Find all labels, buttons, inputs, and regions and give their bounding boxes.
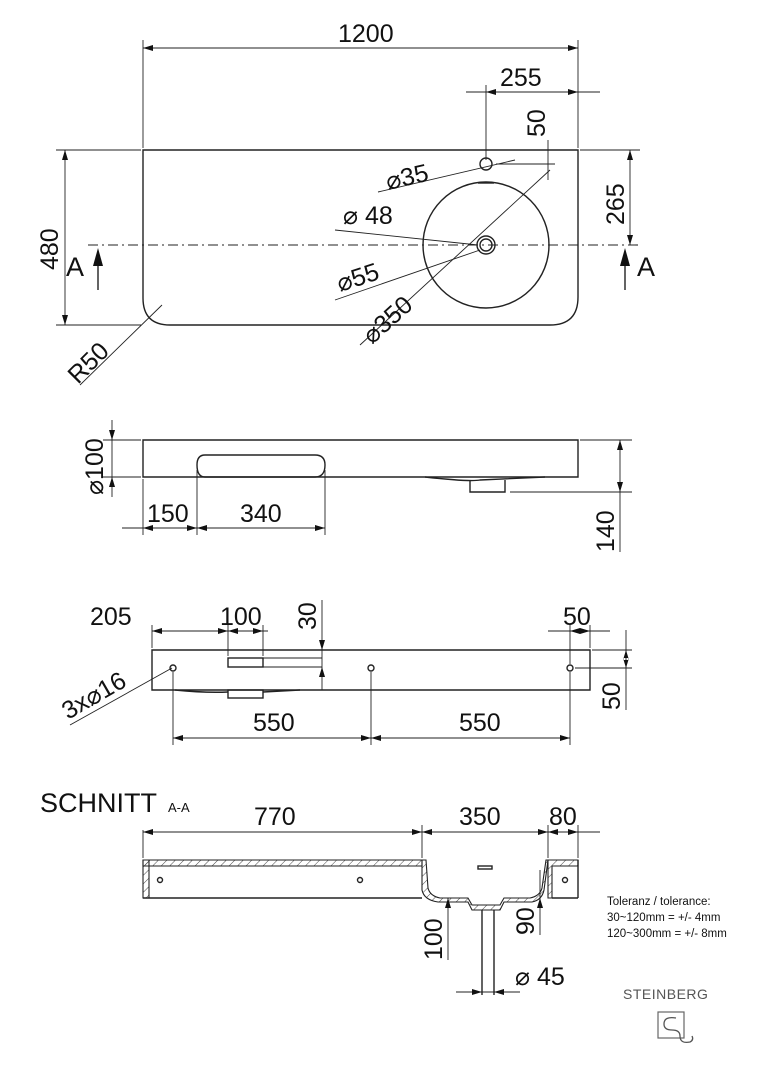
handle-recess bbox=[196, 454, 326, 478]
dim-550-left: 550 bbox=[253, 709, 295, 737]
cutout-top bbox=[227, 657, 264, 668]
top-view: A A 1200 255 50 265 480 ⌀35 ⌀ 48 bbox=[36, 20, 655, 389]
dim-550-right: 550 bbox=[459, 709, 501, 737]
dim-350: 350 bbox=[459, 803, 501, 831]
section-hole-2 bbox=[356, 876, 364, 884]
dim-hole-diameter: 3x⌀16 bbox=[57, 666, 131, 725]
dim-handle-width: 340 bbox=[240, 500, 282, 528]
overflow-slot-section bbox=[477, 865, 493, 870]
mount-hole-2 bbox=[367, 664, 375, 672]
brand-block: STEINBERG bbox=[623, 986, 708, 1044]
dim-section-90: 90 bbox=[512, 907, 540, 935]
dim-30: 30 bbox=[294, 602, 322, 630]
tolerance-line-3: 120~300mm = +/- 8mm bbox=[607, 928, 727, 940]
tolerance-line-2: 30~120mm = +/- 4mm bbox=[607, 912, 720, 924]
front-outline bbox=[142, 439, 579, 478]
back-outline bbox=[151, 649, 591, 691]
brand-name: STEINBERG bbox=[623, 986, 708, 1002]
dim-total-height: 140 bbox=[592, 510, 620, 552]
bowl-profile bbox=[424, 476, 546, 482]
section-hole-3 bbox=[561, 876, 569, 884]
dim-50-top: 50 bbox=[563, 603, 591, 631]
dim-100: 100 bbox=[220, 603, 262, 631]
dim-radius: R50 bbox=[62, 337, 114, 389]
dim-tap-offset: 255 bbox=[500, 64, 542, 92]
front-view: ⌀100 150 340 140 bbox=[81, 420, 632, 552]
dim-width: 1200 bbox=[338, 20, 394, 48]
drain-spout bbox=[469, 480, 506, 493]
section-bowl bbox=[421, 859, 549, 911]
back-view: 205 100 30 50 50 3x⌀16 550 550 bbox=[57, 600, 632, 745]
section-slab-left bbox=[142, 859, 150, 899]
tolerance-note: Toleranz / tolerance: 30~120mm = +/- 4mm… bbox=[607, 896, 727, 940]
dim-tap-top: 50 bbox=[523, 109, 551, 137]
steinberg-logo-icon bbox=[657, 1011, 694, 1044]
mount-hole-1 bbox=[169, 664, 177, 672]
dim-drain: ⌀55 bbox=[333, 258, 382, 298]
section-slab-top bbox=[142, 859, 423, 867]
section-title: SCHNITT bbox=[40, 788, 157, 818]
section-subtitle: A-A bbox=[168, 800, 190, 815]
section-label-right: A bbox=[637, 252, 655, 282]
section-view: SCHNITT A-A 770 350 80 100 bbox=[40, 788, 600, 995]
dim-overflow: ⌀ 48 bbox=[343, 202, 393, 230]
dim-770: 770 bbox=[254, 803, 296, 831]
mount-hole-3 bbox=[566, 664, 574, 672]
tolerance-line-1: Toleranz / tolerance: bbox=[607, 896, 711, 908]
dim-section-100: 100 bbox=[420, 918, 448, 960]
dim-50-side: 50 bbox=[598, 682, 626, 710]
section-label-left: A bbox=[66, 252, 84, 282]
dim-bowl-center: 265 bbox=[602, 183, 630, 225]
basin-outline bbox=[142, 149, 579, 326]
dim-depth: 480 bbox=[36, 228, 64, 270]
dim-205: 205 bbox=[90, 603, 132, 631]
cutout-bottom bbox=[227, 689, 264, 699]
dim-80: 80 bbox=[549, 803, 577, 831]
dim-section-45: ⌀ 45 bbox=[515, 963, 565, 991]
section-hole-1 bbox=[156, 876, 164, 884]
dim-left-offset: 150 bbox=[147, 500, 189, 528]
dim-height-symbol: ⌀100 bbox=[81, 438, 109, 495]
dim-tap-hole: ⌀35 bbox=[383, 159, 431, 196]
